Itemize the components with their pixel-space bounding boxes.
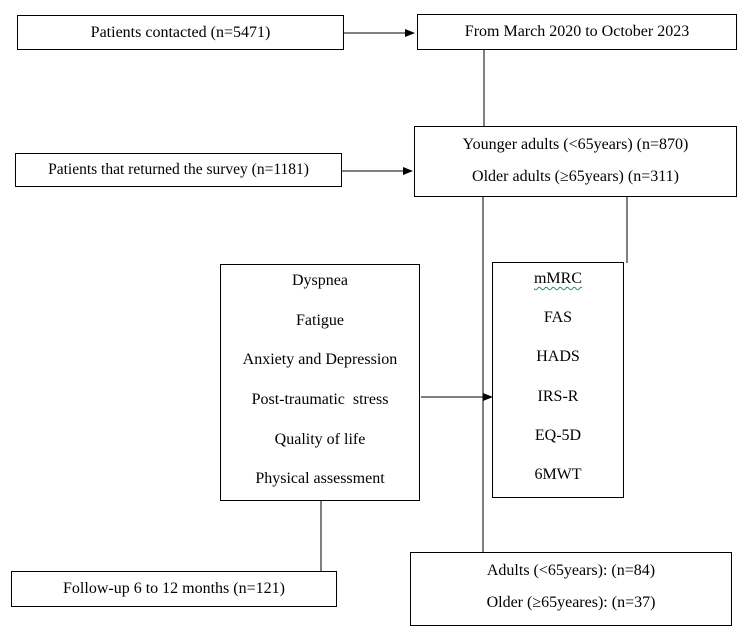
follow-up-adults-label: Adults (<65years): (n=84): [486, 562, 656, 579]
domain-item: Quality of life: [274, 431, 366, 448]
outcome-domains-box: Dyspnea Fatigue Anxiety and Depression P…: [220, 264, 420, 501]
instrument-item: IRS-R: [537, 388, 579, 405]
returned-survey-box: Patients that returned the survey (n=118…: [15, 153, 342, 187]
follow-up-groups-box: Adults (<65years): (n=84) Older (≥65year…: [410, 552, 732, 626]
domain-item: Post-traumatic stress: [251, 391, 389, 408]
follow-up-label: Follow-up 6 to 12 months (n=121): [63, 580, 285, 597]
domain-item: Dyspnea: [292, 272, 348, 289]
older-adults-label: Older adults (≥65years) (n=311): [472, 168, 679, 185]
follow-up-box: Follow-up 6 to 12 months (n=121): [11, 571, 337, 607]
domain-item: Physical assessment: [255, 470, 385, 487]
younger-adults-label: Younger adults (<65years) (n=870): [462, 136, 689, 153]
age-groups-box: Younger adults (<65years) (n=870) Older …: [414, 126, 737, 197]
date-range-box: From March 2020 to October 2023: [417, 14, 737, 50]
instrument-item: EQ-5D: [534, 427, 582, 444]
follow-up-older-label: Older (≥65yeares): (n=37): [486, 594, 656, 611]
patients-contacted-box: Patients contacted (n=5471): [17, 15, 344, 50]
instrument-item: HADS: [536, 348, 580, 365]
domain-item: Anxiety and Depression: [242, 351, 398, 368]
returned-survey-label: Patients that returned the survey (n=118…: [48, 161, 309, 178]
instrument-item: FAS: [543, 309, 573, 326]
instruments-box: mMRC FAS HADS IRS-R EQ-5D 6MWT: [492, 262, 624, 498]
patients-contacted-label: Patients contacted (n=5471): [90, 23, 271, 41]
instrument-item: 6MWT: [534, 466, 582, 483]
domain-item: Fatigue: [296, 312, 344, 329]
date-range-label: From March 2020 to October 2023: [464, 23, 690, 40]
instrument-item: mMRC: [533, 270, 582, 287]
